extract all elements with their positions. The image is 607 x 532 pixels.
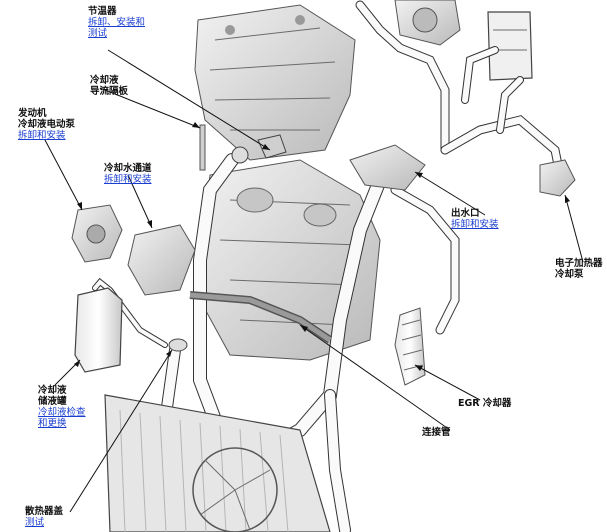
reservoir-link-2[interactable]: 和更换: [38, 418, 67, 429]
coolant-baffle-shape: [199, 124, 206, 171]
engine-upper-block: [194, 4, 356, 161]
thermostat-link-1[interactable]: 拆卸、安装和: [88, 17, 146, 28]
reservoir-link-1[interactable]: 冷却液检查: [38, 407, 86, 418]
water-passage-title: 冷却水通道: [104, 163, 152, 174]
callout-water-outlet: 出水口 拆卸和安装: [451, 208, 499, 230]
water-passage-link[interactable]: 拆卸和安装: [104, 174, 152, 185]
reservoir-title-2: 储液罐: [38, 396, 67, 407]
radiator-fan: [192, 447, 278, 532]
callout-radiator-cap: 散热器盖 测试: [25, 506, 63, 528]
thermostat-housing: [257, 134, 287, 159]
heater-pump-title-2: 冷却泵: [555, 269, 584, 280]
radiator-cap-shape: [168, 338, 188, 352]
electric-pump-title-1: 发动机: [18, 108, 47, 119]
egr-cooler-shape: [394, 307, 426, 386]
callout-reservoir: 冷却液 储液罐 冷却液检查 和更换: [38, 385, 86, 429]
callout-heater-pump: 电子加热器 冷却泵: [555, 258, 603, 280]
coolant-baffle-title-1: 冷却液: [90, 75, 119, 86]
electric-pump-link[interactable]: 拆卸和安装: [18, 130, 66, 141]
thermostat-title: 节温器: [88, 6, 117, 17]
connecting-pipe-title: 连接管: [422, 427, 451, 438]
reservoir-title-1: 冷却液: [38, 385, 67, 396]
thermostat-link-2[interactable]: 测试: [88, 28, 108, 39]
callout-electric-pump: 发动机 冷却液电动泵 拆卸和安装: [18, 108, 75, 141]
water-passage-shape: [127, 224, 196, 296]
egr-cooler-title: EGR 冷却器: [458, 398, 512, 409]
radiator-cap-link[interactable]: 测试: [25, 517, 45, 528]
water-outlet-title: 出水口: [451, 208, 480, 219]
callout-thermostat: 节温器 拆卸、安装和 测试: [88, 6, 145, 39]
electric-pump-title-2: 冷却液电动泵: [18, 119, 76, 130]
radiator-cap-title: 散热器盖: [25, 506, 64, 517]
heater-box: [487, 11, 533, 81]
callout-water-passage: 冷却水通道 拆卸和安装: [104, 163, 152, 185]
callout-egr-cooler: EGR 冷却器: [458, 398, 511, 409]
leader-lines: [44, 49, 584, 513]
water-outlet-link[interactable]: 拆卸和安装: [451, 219, 499, 230]
callout-connecting-pipe: 连接管: [422, 427, 451, 438]
water-outlet-shape: [349, 144, 426, 191]
reservoir-shape: [74, 287, 123, 373]
radiator-shape: [104, 394, 331, 532]
callout-coolant-baffle: 冷却液 导流隔板: [90, 75, 128, 97]
coolant-baffle-title-2: 导流隔板: [90, 86, 129, 97]
heater-pump-shape: [539, 159, 576, 197]
heater-pump-title-1: 电子加热器: [555, 258, 603, 269]
